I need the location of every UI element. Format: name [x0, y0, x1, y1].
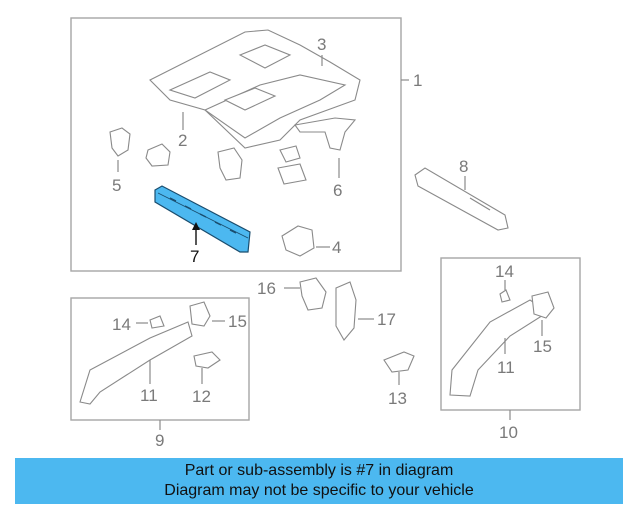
callout-15-right: 15	[533, 337, 552, 356]
callout-6: 6	[333, 181, 342, 200]
parts-diagram: 1 2 3 4 5 6 7 8 9 10 11 11 12 13 14 14 1…	[70, 17, 581, 450]
callout-14-right: 14	[495, 262, 514, 281]
callout-17: 17	[377, 310, 396, 329]
rail-8	[414, 167, 509, 231]
bracket-5	[109, 127, 131, 157]
highlighted-part-7	[154, 185, 251, 253]
callout-4: 4	[332, 238, 341, 257]
rail-11-left	[79, 321, 193, 405]
banner-line-1: Part or sub-assembly is #7 in diagram	[184, 462, 454, 479]
bracket-b	[217, 147, 243, 181]
callout-1: 1	[413, 71, 422, 90]
bracket-15-left	[189, 301, 211, 327]
clip-14-right	[499, 289, 511, 303]
callout-10: 10	[499, 423, 518, 442]
bracket-a	[145, 143, 171, 167]
bracket-12	[193, 351, 221, 369]
bracket-4	[281, 225, 315, 257]
callout-5: 5	[112, 176, 121, 195]
callout-15-left: 15	[228, 312, 247, 331]
floor-pan	[149, 29, 361, 149]
bracket-c	[279, 145, 301, 163]
info-banner: Part or sub-assembly is #7 in diagram Di…	[15, 458, 623, 504]
callout-3: 3	[317, 35, 326, 54]
bracket-15-right	[531, 291, 555, 319]
callout-14-left: 14	[112, 315, 131, 334]
bracket-16	[299, 277, 327, 311]
group-frame-1	[70, 17, 402, 272]
callout-12: 12	[192, 387, 211, 406]
bracket-13	[383, 351, 415, 373]
callout-11-right: 11	[497, 358, 515, 377]
callout-7: 7	[190, 247, 199, 266]
bracket-17	[335, 281, 357, 341]
callout-9: 9	[155, 431, 164, 450]
callout-13: 13	[388, 389, 407, 408]
bracket-d	[277, 163, 307, 185]
banner-line-2: Diagram may not be specific to your vehi…	[164, 482, 474, 499]
callout-16: 16	[257, 279, 276, 298]
callout-2: 2	[178, 131, 187, 150]
callout-11-left: 11	[140, 386, 158, 405]
callout-8: 8	[459, 157, 468, 176]
clip-14-left	[149, 315, 165, 329]
cross-member-6	[294, 117, 357, 151]
